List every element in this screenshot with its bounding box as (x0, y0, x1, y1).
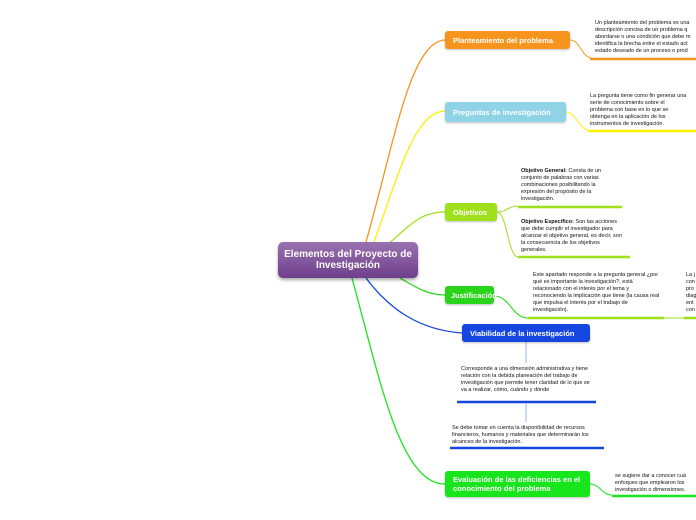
branch-justificacion[interactable]: Justificación (445, 286, 497, 304)
note-preguntas: La pregunta tiene como fin generar una s… (590, 93, 687, 127)
branch-preguntas-label: Preguntas de investigación (453, 107, 551, 117)
branch-justificacion-label: Justificación (451, 290, 497, 300)
central-topic-label: Elementos del Proyecto de Investigación (284, 249, 412, 271)
branch-viabilidad[interactable]: Viabilidad de la investigación (462, 324, 590, 342)
objetivo-especifico-text: Son las acciones que debe cumplir el inv… (521, 219, 622, 253)
branch-planteamiento[interactable]: Planteamiento del problema (445, 31, 570, 49)
note-planteamiento: Un planteamiento del problema es una des… (595, 20, 691, 54)
note-objetivo-especifico: Objetivo Específico: Son las acciones qu… (521, 219, 625, 254)
branch-planteamiento-label: Planteamiento del problema (453, 35, 554, 45)
note-evaluacion: se sugiere dar a conocer cuá enfoques qu… (615, 473, 686, 493)
objetivo-general-title: Objetivo General: (521, 168, 567, 174)
note-viabilidad-2: Se debe tomar en cuenta la disponibilida… (452, 425, 589, 445)
link-planteamiento (365, 39, 446, 243)
branch-preguntas[interactable]: Preguntas de investigación (445, 102, 566, 122)
note-justificacion: Este apartado responde a la pregunta gen… (533, 272, 660, 313)
branch-evaluacion[interactable]: Evaluación de las deficiencias en el con… (445, 471, 590, 497)
branch-objetivos-label: Objetivos (453, 207, 488, 217)
link-viabilidad (365, 277, 463, 334)
link-preguntas (373, 110, 446, 243)
objetivo-especifico-title: Objetivo Específico: (521, 219, 574, 225)
note-justificacion-extra: La j con pro diag ent con (686, 272, 696, 313)
link-justificacion (399, 277, 446, 296)
note-objetivo-general: Objetivo General: Consta de un conjunto … (521, 168, 617, 203)
link-evaluacion (351, 277, 446, 485)
link-objetivos (383, 211, 446, 249)
branch-objetivos[interactable]: Objetivos (445, 203, 497, 221)
objetivo-general-text: Consta de un conjunto de palabras con va… (521, 168, 602, 202)
branch-viabilidad-label: Viabilidad de la investigación (470, 328, 575, 338)
central-topic[interactable]: Elementos del Proyecto de Investigación (278, 242, 418, 278)
branch-evaluacion-label: Evaluación de las deficiencias en el con… (453, 475, 581, 493)
note-viabilidad-1: Corresponde a una dimensión administrati… (461, 366, 590, 393)
